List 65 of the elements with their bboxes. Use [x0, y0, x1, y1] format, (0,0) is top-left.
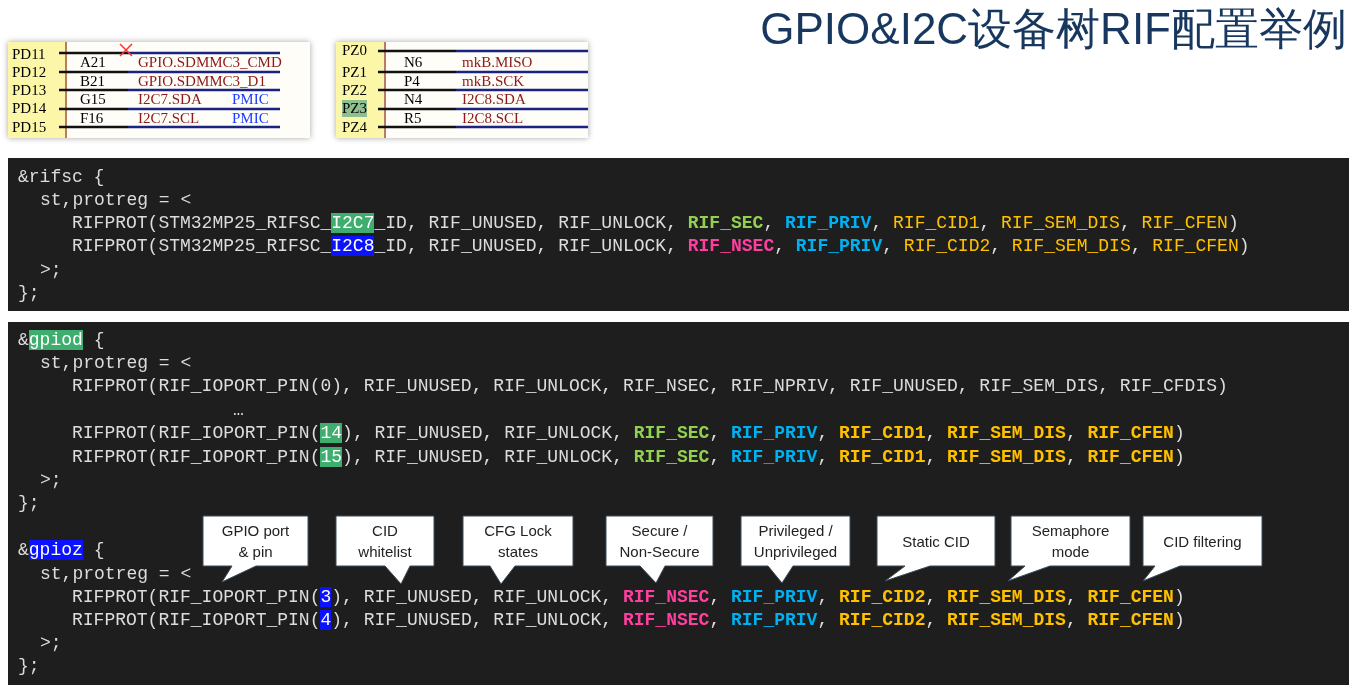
callout-bubble: [463, 516, 573, 584]
callout-text: CID filtering: [1162, 531, 1243, 552]
code-line: RIFPROT(RIF_IOPORT_PIN(15), RIF_UNUSED, RIF_UNLOCK, RIF_SEC, RIF_PRIV, RIF_CID1, RIF_SEM_DIS, RIF_CFEN): [72, 446, 1185, 468]
pin-label: I2C8.SDA: [462, 91, 526, 108]
callout-bubble: [336, 516, 434, 584]
pin-label: A21: [80, 54, 106, 71]
pin-label: G15: [80, 91, 106, 108]
pin-label: PMIC: [232, 91, 269, 108]
pin-label: mkB.SCK: [462, 73, 525, 90]
pin-name: PZ1: [342, 64, 367, 81]
pin-name: PZ3: [342, 100, 367, 117]
code-line: };: [18, 492, 40, 514]
pin-label: PMIC: [232, 110, 269, 127]
pin-table: [8, 42, 310, 138]
callout-bubble: [606, 516, 713, 583]
code-line: >;: [40, 469, 62, 491]
code-line: st,protreg = <: [40, 563, 192, 585]
pin-label: N6: [404, 54, 423, 71]
callout-text: Semaphore mode: [1030, 521, 1111, 562]
pin-label: GPIO.SDMMC3_CMD: [138, 54, 282, 71]
pin-name: PD13: [12, 82, 47, 99]
code-line: RIFPROT(RIF_IOPORT_PIN(4), RIF_UNUSED, RIF_UNLOCK, RIF_NSEC, RIF_PRIV, RIF_CID2, RIF_SEM_DIS, RIF_CFEN): [72, 609, 1185, 631]
callout-bubble: [203, 516, 308, 582]
callout-bubble: [1143, 516, 1262, 581]
callout-bubble: [1008, 516, 1130, 581]
callout-text: Secure / Non-Secure: [618, 521, 701, 562]
code-line: };: [18, 282, 40, 304]
pin-label: mkB.MISO: [462, 54, 533, 71]
code-panel: [8, 158, 1349, 311]
pin-name: PZ0: [342, 42, 367, 59]
code-line: >;: [40, 632, 62, 654]
pin-label: N4: [404, 91, 423, 108]
pin-name: PD12: [12, 64, 47, 81]
callout-text: CID whitelist: [357, 521, 413, 562]
code-line: …: [233, 399, 244, 421]
slide-title: GPIO&I2C设备树RIF配置举例: [760, 3, 1347, 55]
pin-name: PZ4: [342, 119, 367, 136]
pin-label: GPIO.SDMMC3_D1: [138, 73, 266, 90]
callout-text: Static CID: [901, 531, 971, 552]
callout-text: GPIO port & pin: [220, 521, 291, 562]
pin-label: R5: [404, 110, 422, 127]
pin-name: PD11: [12, 46, 46, 63]
code-line: };: [18, 655, 40, 677]
callout-text: CFG Lock states: [483, 521, 553, 562]
pin-name: PD15: [12, 119, 47, 136]
pin-label: F16: [80, 110, 104, 127]
pin-label: I2C7.SCL: [138, 110, 200, 127]
callout-text: Privileged / Unprivileged: [752, 521, 839, 562]
pin-name: PZ2: [342, 82, 367, 99]
callout-bubble: [877, 516, 995, 581]
code-panel: [8, 322, 1349, 685]
pin-label: I2C8.SCL: [462, 110, 524, 127]
code-line: st,protreg = <: [40, 352, 192, 374]
pin-label: I2C7.SDA: [138, 91, 202, 108]
code-line: RIFPROT(RIF_IOPORT_PIN(0), RIF_UNUSED, RIF_UNLOCK, RIF_NSEC, RIF_NPRIV, RIF_UNUSED, RIF_SEM_DIS, RIF_CFDIS): [72, 375, 1228, 397]
pin-label: P4: [404, 73, 420, 90]
code-line: st,protreg = <: [40, 189, 192, 211]
code-line: >;: [40, 259, 62, 281]
callout-bubble: [741, 516, 850, 583]
code-line: RIFPROT(RIF_IOPORT_PIN(3), RIF_UNUSED, RIF_UNLOCK, RIF_NSEC, RIF_PRIV, RIF_CID2, RIF_SEM_DIS, RIF_CFEN): [72, 586, 1185, 608]
code-line: RIFPROT(RIF_IOPORT_PIN(14), RIF_UNUSED, RIF_UNLOCK, RIF_SEC, RIF_PRIV, RIF_CID1, RIF_SEM_DIS, RIF_CFEN): [72, 422, 1185, 444]
code-line: &rifsc {: [18, 166, 105, 188]
pin-label: B21: [80, 73, 105, 90]
pin-table: [336, 42, 588, 138]
pin-name: PD14: [12, 100, 47, 117]
